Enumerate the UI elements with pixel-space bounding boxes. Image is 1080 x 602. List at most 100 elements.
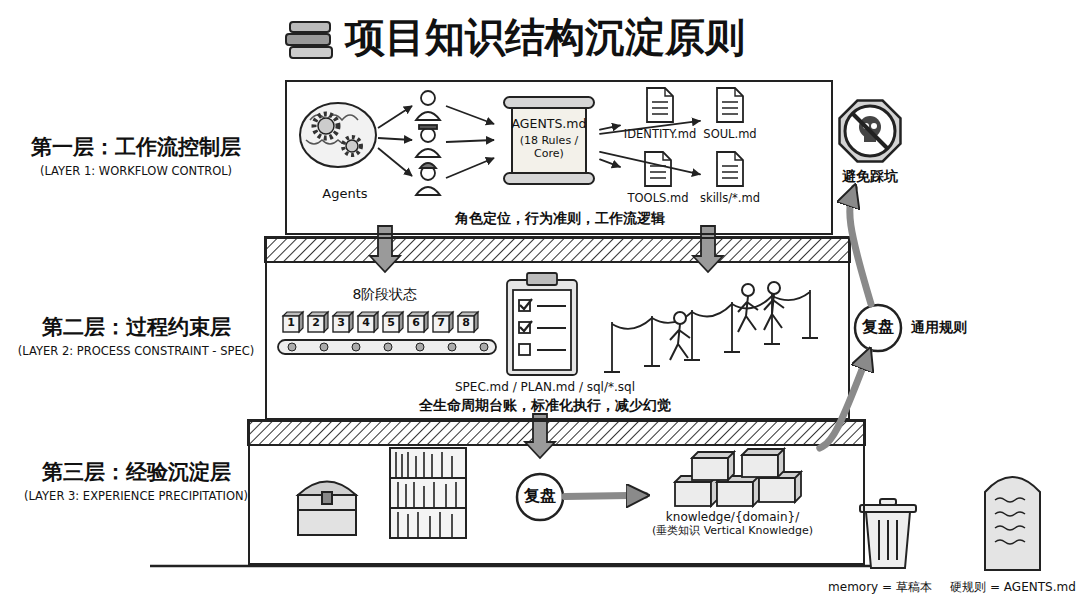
knowledge-boxes — [742, 449, 784, 477]
agent-arrow — [378, 148, 412, 176]
flow-arrow — [693, 226, 723, 272]
node-text: 7 — [433, 317, 449, 330]
trash-can — [860, 505, 916, 512]
connector-arrow — [820, 351, 869, 448]
queue-barrier — [612, 292, 810, 329]
bookshelf — [390, 478, 466, 508]
agent-arrow — [378, 138, 412, 140]
knowledge-boxes — [675, 449, 801, 506]
brain-icon — [346, 140, 358, 152]
node-text: skills/*.md — [695, 192, 765, 206]
cube-outline — [283, 316, 299, 332]
knowledge-boxes — [692, 452, 734, 480]
tombstone — [985, 477, 1040, 570]
person-icon — [416, 149, 440, 157]
doc-outline — [722, 88, 743, 114]
treasure-chest — [298, 482, 356, 536]
layer-band: 第二层：过程约束层(LAYER 2: PROCESS CONSTRAINT - … — [265, 237, 850, 420]
note-label: 8阶段状态 — [330, 286, 440, 303]
person-icon — [419, 125, 437, 129]
node-text: 避免踩坑 — [830, 168, 910, 185]
conveyor-belt — [448, 343, 456, 351]
node-text: 复盘 — [515, 487, 565, 506]
clipboard-icon — [520, 299, 532, 331]
brain-icon — [300, 103, 376, 167]
person-icon — [416, 91, 440, 195]
node-text: 3 — [333, 317, 349, 330]
person-icon — [421, 91, 435, 105]
node-text: 5 — [383, 317, 399, 330]
node-text: IDENTITY.md — [615, 128, 705, 142]
node-text: 8 — [458, 317, 474, 330]
clipboard-icon — [513, 290, 571, 370]
conveyor-belt — [480, 343, 488, 351]
stage-step-box: 5 — [383, 312, 403, 332]
doc-outline — [650, 152, 671, 178]
doc-outline — [652, 88, 673, 114]
node-text: (18 Rules / Core) — [514, 135, 584, 161]
node-text: SOUL.md — [700, 128, 760, 142]
doc-outline — [722, 152, 743, 178]
file-document: skills/*.md — [700, 152, 760, 210]
bookshelf — [390, 448, 466, 538]
cube-outline — [433, 316, 449, 332]
doc-outline — [645, 152, 671, 186]
clipboard-icon — [537, 306, 566, 350]
connector-arrow — [565, 495, 645, 496]
connector-group — [565, 121, 871, 497]
books-icon — [290, 22, 330, 32]
conveyor-belt — [320, 343, 328, 351]
stage-step-box: 1 — [283, 312, 303, 332]
connector-arrow — [850, 188, 871, 304]
conveyor-belt — [288, 343, 296, 351]
stage-step-box: 3 — [333, 312, 353, 332]
knowledge-store: knowledge/{domain}/(垂类知识 Vertical Knowle… — [645, 448, 820, 540]
node-text: 第三层：经验沉淀层 — [5, 460, 267, 485]
brain-icon — [314, 114, 338, 138]
review-circle: 复盘 — [515, 472, 565, 522]
cube-outline — [333, 316, 349, 332]
queue-barrier — [604, 338, 818, 372]
brain-icon — [318, 118, 334, 134]
conveyor-belt — [416, 343, 424, 351]
knowledge-boxes — [717, 482, 753, 506]
file-document: IDENTITY.md — [620, 88, 700, 146]
person-icon — [420, 163, 436, 168]
queue-barrier — [604, 290, 818, 372]
node-text: 角色定位，行为准则，工作流逻辑 — [435, 210, 685, 227]
walking-person — [738, 296, 758, 332]
warning-sign: 避免踩坑 — [830, 96, 910, 188]
cube-outline — [458, 316, 474, 332]
knowledge-boxes — [759, 478, 795, 502]
trash-can — [860, 499, 916, 568]
node-text: 4 — [358, 317, 374, 330]
node-text: (LAYER 1: WORKFLOW CONTROL) — [5, 165, 267, 179]
node-text: (垂类知识 Vertical Knowledge) — [630, 525, 835, 538]
clipboard-icon — [527, 273, 557, 285]
walking-person — [670, 324, 690, 360]
walking-person — [670, 282, 784, 360]
walking-person — [674, 312, 686, 324]
connector-arrow — [600, 125, 620, 129]
connector-arrow — [600, 152, 700, 174]
ground-line — [150, 565, 870, 568]
treasure-chest — [322, 492, 332, 504]
node-text: 通用规则 — [911, 319, 986, 336]
brain-icon — [343, 137, 361, 155]
stage-step-box: 4 — [358, 312, 378, 332]
note-label: memory = 草稿本 — [815, 580, 945, 594]
doc-outline — [647, 88, 673, 122]
person-icon — [421, 128, 435, 142]
node-text: SPEC.md / PLAN.md / sql/*.sql — [320, 380, 770, 394]
node-text: 全生命周期台账，标准化执行，减少幻觉 — [320, 397, 770, 414]
node-text: (LAYER 3: EXPERIENCE PRECIPITATION) — [5, 490, 267, 504]
knowledge-boxes — [742, 455, 778, 477]
node-text: 第一层：工作流控制层 — [5, 135, 267, 160]
agent-arrow — [378, 106, 494, 178]
node-text: AGENTS.md — [498, 117, 600, 132]
doc-outline — [717, 152, 743, 186]
books-icon — [290, 47, 332, 58]
person-icon — [416, 112, 440, 120]
